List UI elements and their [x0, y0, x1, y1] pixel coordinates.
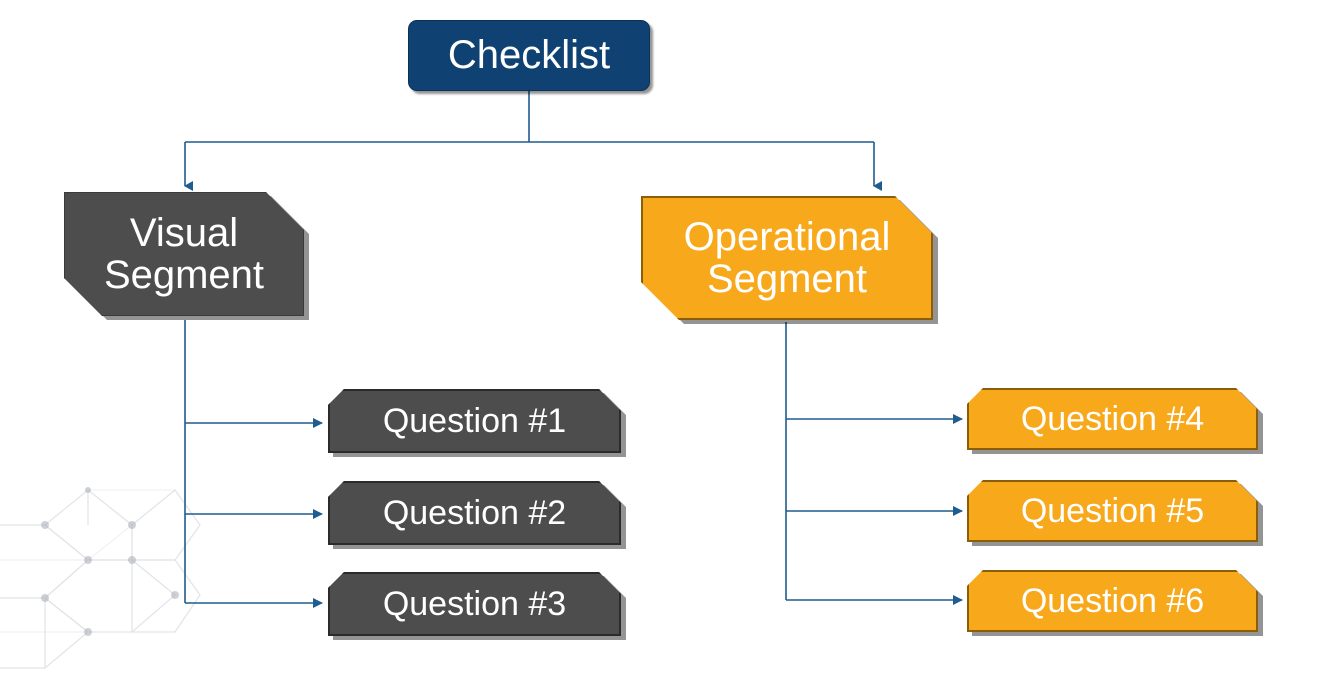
- node-question-5[interactable]: Question #5: [967, 480, 1258, 542]
- node-question-3[interactable]: Question #3: [328, 572, 621, 636]
- node-question-6[interactable]: Question #6: [967, 570, 1258, 632]
- node-operational-segment[interactable]: Operational Segment: [641, 196, 933, 320]
- node-question-2[interactable]: Question #2: [328, 481, 621, 545]
- node-question-4[interactable]: Question #4: [967, 388, 1258, 450]
- node-question-1[interactable]: Question #1: [328, 389, 621, 453]
- node-visual-segment[interactable]: Visual Segment: [64, 192, 304, 316]
- node-checklist[interactable]: Checklist: [408, 20, 650, 91]
